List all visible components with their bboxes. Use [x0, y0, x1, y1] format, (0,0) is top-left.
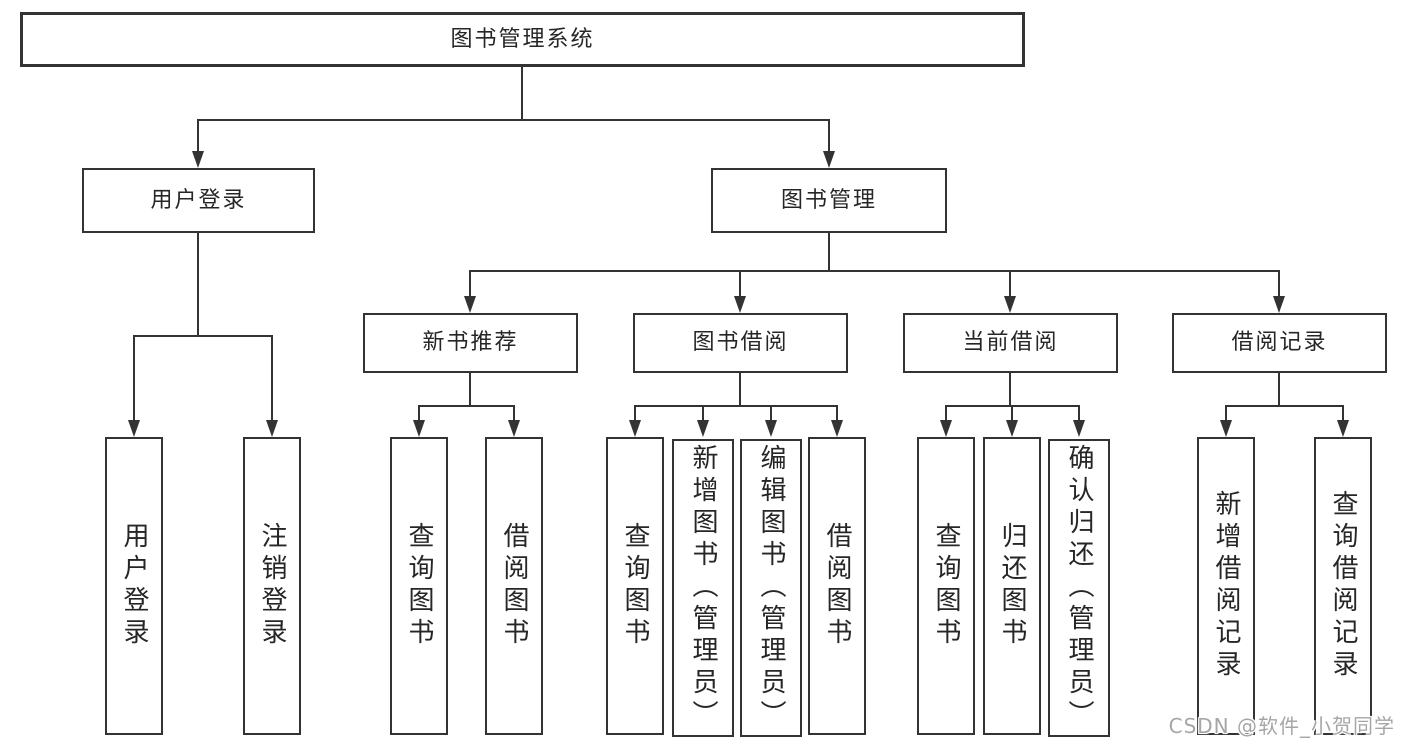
connector-hline: [1226, 405, 1344, 407]
arrowhead-down-icon: [823, 151, 835, 168]
connector-hline: [418, 405, 515, 407]
watermark: CSDN @软件_小贺同学: [1168, 714, 1395, 738]
leaf-query-books-current: 查询图书: [917, 437, 975, 735]
connector-vline: [1278, 373, 1280, 407]
leaf-query-books-borrow: 查询图书: [606, 437, 664, 735]
connector-vline: [739, 270, 741, 299]
arrowhead-down-icon: [413, 420, 425, 437]
connector-vline: [739, 373, 741, 407]
arrowhead-down-icon: [1073, 420, 1085, 437]
arrowhead-down-icon: [464, 296, 476, 313]
arrowhead-down-icon: [629, 420, 641, 437]
node-library-system-root: 图书管理系统: [20, 12, 1025, 67]
node-borrowing-records: 借阅记录: [1172, 313, 1387, 373]
leaf-query-borrow-record: 查询借阅记录: [1314, 437, 1372, 735]
connector-vline: [1225, 405, 1227, 422]
connector-hline: [133, 335, 273, 337]
connector-vline: [1278, 270, 1280, 299]
leaf-user-login: 用户登录: [105, 437, 163, 735]
leaf-edit-books-admin: 编辑图书（管理员）: [740, 439, 802, 737]
leaf-borrow-books-recommend: 借阅图书: [485, 437, 543, 735]
connector-vline: [271, 335, 273, 421]
connector-vline: [418, 405, 420, 422]
leaf-add-books-admin: 新增图书（管理员）: [672, 439, 734, 737]
connector-vline: [197, 233, 199, 337]
connector-vline: [469, 270, 471, 299]
connector-vline: [1011, 405, 1013, 422]
connector-vline: [770, 405, 772, 422]
leaf-logout: 注销登录: [243, 437, 301, 735]
arrowhead-down-icon: [1337, 420, 1349, 437]
arrowhead-down-icon: [266, 420, 278, 437]
connector-hline: [635, 405, 838, 407]
arrowhead-down-icon: [831, 420, 843, 437]
leaf-return-books: 归还图书: [983, 437, 1041, 735]
leaf-query-books-recommend: 查询图书: [390, 437, 448, 735]
arrowhead-down-icon: [697, 420, 709, 437]
connector-vline: [1009, 270, 1011, 299]
connector-vline: [828, 119, 830, 153]
connector-vline: [521, 67, 523, 121]
connector-vline: [1009, 373, 1011, 407]
leaf-confirm-return-admin: 确认归还（管理员）: [1048, 439, 1110, 737]
arrowhead-down-icon: [1006, 420, 1018, 437]
node-book-borrowing: 图书借阅: [633, 313, 848, 373]
node-user-login-branch: 用户登录: [82, 168, 315, 233]
arrowhead-down-icon: [1273, 296, 1285, 313]
node-book-management-branch: 图书管理: [711, 168, 947, 233]
leaf-borrow-books-borrow: 借阅图书: [808, 437, 866, 735]
connector-vline: [634, 405, 636, 422]
connector-vline: [836, 405, 838, 422]
arrowhead-down-icon: [192, 151, 204, 168]
connector-vline: [133, 335, 135, 421]
arrowhead-down-icon: [128, 420, 140, 437]
arrowhead-down-icon: [1220, 420, 1232, 437]
connector-vline: [197, 119, 199, 153]
arrowhead-down-icon: [508, 420, 520, 437]
connector-vline: [469, 373, 471, 407]
arrowhead-down-icon: [765, 420, 777, 437]
connector-vline: [828, 233, 830, 272]
connector-vline: [702, 405, 704, 422]
node-current-borrowing: 当前借阅: [903, 313, 1118, 373]
connector-hline: [198, 119, 830, 121]
connector-hline: [946, 405, 1080, 407]
leaf-add-borrow-record: 新增借阅记录: [1197, 437, 1255, 735]
connector-hline: [470, 270, 1280, 272]
connector-vline: [945, 405, 947, 422]
node-new-book-recommendation: 新书推荐: [363, 313, 578, 373]
arrowhead-down-icon: [940, 420, 952, 437]
arrowhead-down-icon: [1004, 296, 1016, 313]
connector-vline: [1078, 405, 1080, 422]
arrowhead-down-icon: [734, 296, 746, 313]
connector-vline: [513, 405, 515, 422]
connector-vline: [1342, 405, 1344, 422]
